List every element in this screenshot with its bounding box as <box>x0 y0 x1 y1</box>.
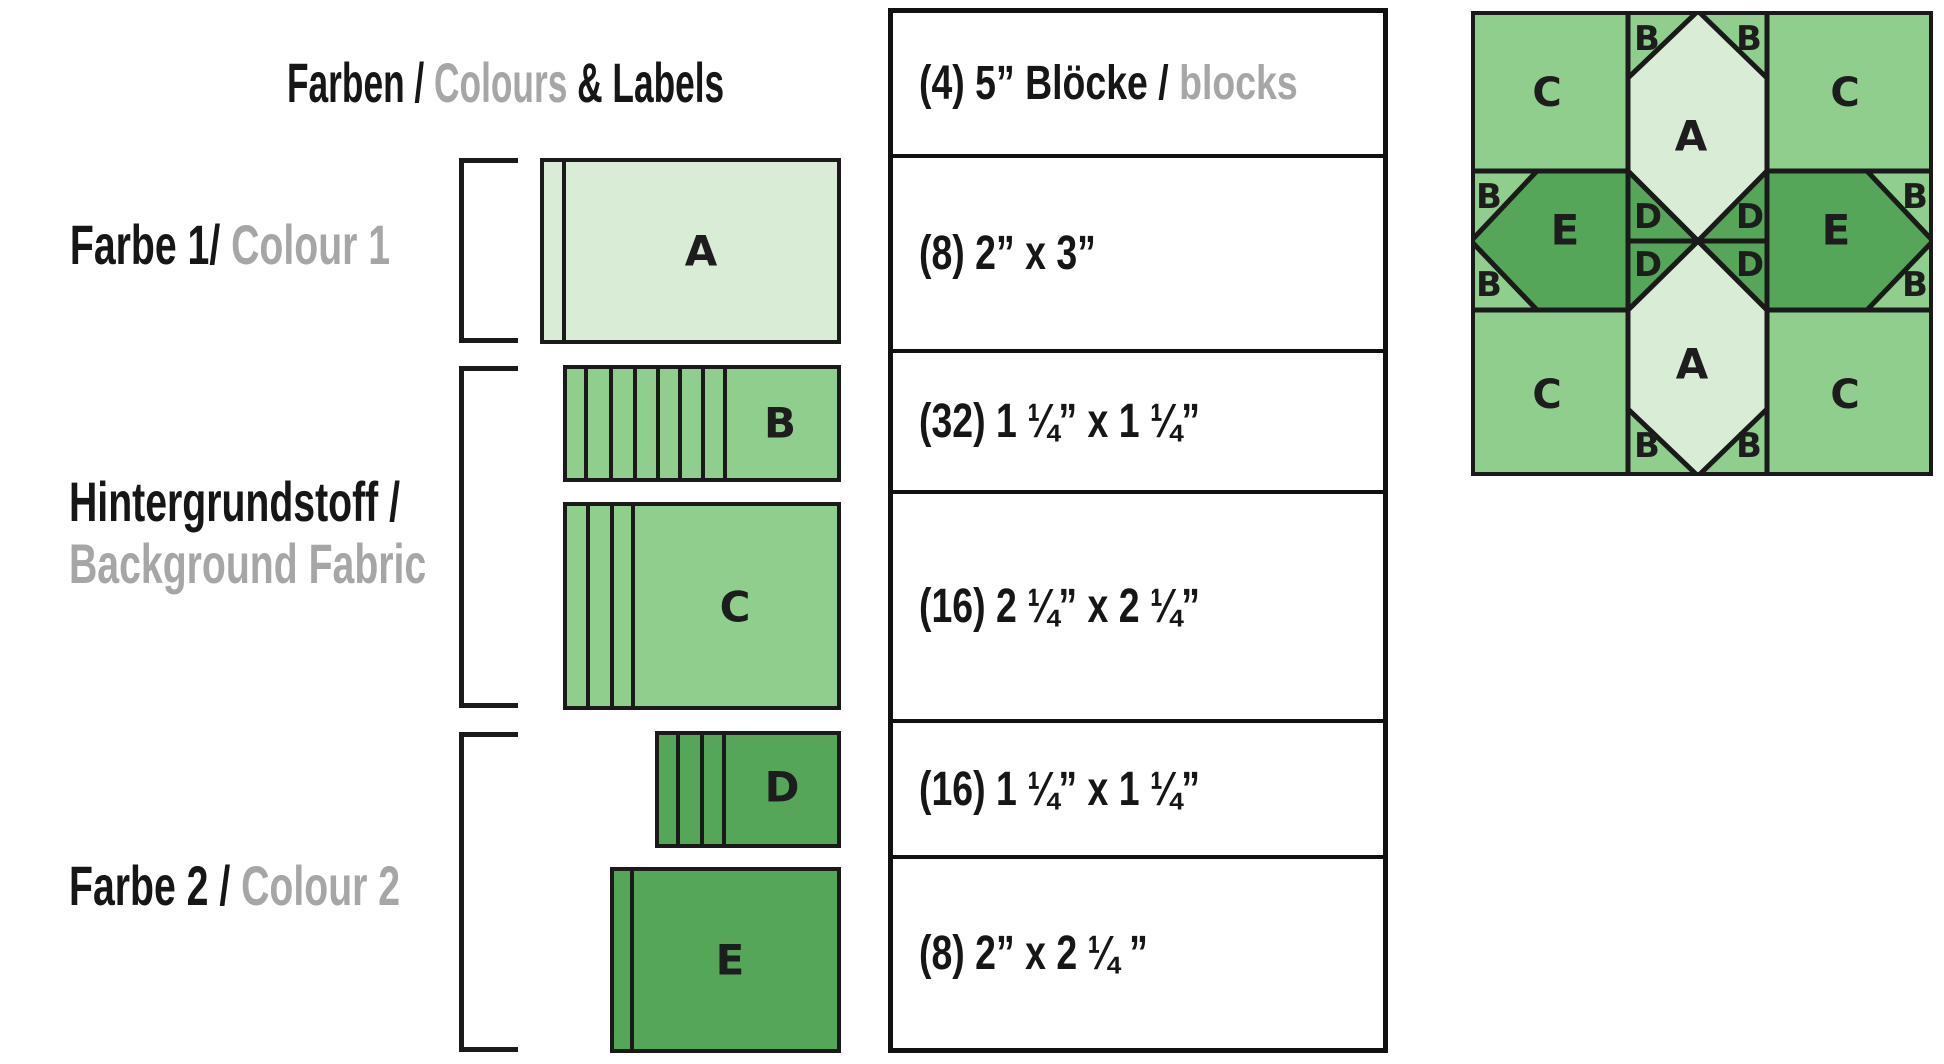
label-d: D <box>1634 245 1662 285</box>
swatch-c-label: C <box>719 582 751 632</box>
label-c: C <box>1830 372 1859 418</box>
table-header-de: (4) 5” Blöcke / <box>919 57 1169 110</box>
bracket-fabric-2 <box>459 732 518 1052</box>
title-german: Farben / <box>287 51 425 114</box>
cut-line <box>633 369 637 478</box>
table-row: (32) 1 ¼” x 1 ¼” <box>893 353 1383 494</box>
label-fabric-2-en: Colour 2 <box>241 854 401 917</box>
label-d: D <box>1736 245 1764 285</box>
label-c: C <box>1532 372 1561 418</box>
cut-size-c: (16) 2 ¼” x 2 ¼” <box>919 580 1200 633</box>
label-c: C <box>1830 70 1859 116</box>
block-piece-labels: C C C C A A E E B B B B B B B B D D D D <box>1476 19 1928 466</box>
cut-line <box>586 506 590 706</box>
piece-d-lower-left <box>1625 238 1705 316</box>
table-row: (8) 2” x 2 ¼ ” <box>893 859 1383 1048</box>
label-fabric-1-de: Farbe 1/ <box>69 213 221 276</box>
table-header-en: blocks <box>1179 57 1298 110</box>
cut-line <box>700 735 704 844</box>
label-a: A <box>1675 112 1708 161</box>
label-fabric-2: Farbe 2 / Colour 2 <box>69 854 400 917</box>
cut-line <box>676 735 680 844</box>
cutting-table: (4) 5” Blöcke / blocks (8) 2” x 3” (32) … <box>888 8 1388 1053</box>
swatch-b-label: B <box>763 398 797 448</box>
label-b: B <box>1902 265 1928 305</box>
label-a: A <box>1676 340 1709 389</box>
table-row: (8) 2” x 3” <box>893 158 1383 353</box>
piece-e-left <box>1471 168 1631 313</box>
quilt-block-diagram: C C C C A A E E B B B B B B B B D D D D <box>1471 11 1933 476</box>
cut-line <box>610 506 614 706</box>
cut-size-e: (8) 2” x 2 ¼ ” <box>919 927 1148 980</box>
label-fabric-2-de: Farbe 2 / <box>69 854 231 917</box>
cut-line <box>562 162 566 340</box>
label-b: B <box>1902 177 1928 217</box>
label-d: D <box>1736 197 1764 237</box>
title-english: Colours <box>434 51 568 114</box>
swatch-e: E <box>610 867 841 1053</box>
swatch-e-label: E <box>715 935 745 985</box>
bracket-background-fabric <box>459 366 518 708</box>
label-fabric-1: Farbe 1/ Colour 1 <box>69 214 391 276</box>
cut-line <box>722 735 726 844</box>
page-title: Farben / Colours & Labels <box>287 50 724 115</box>
label-c: C <box>1532 70 1561 116</box>
cut-line <box>631 506 635 706</box>
label-e: E <box>1822 206 1851 255</box>
cut-line <box>584 369 588 478</box>
swatch-d-label: D <box>764 762 800 812</box>
bracket-fabric-1 <box>459 158 518 343</box>
swatch-c: C <box>563 502 841 710</box>
label-background-fabric: Hintergrundstoff / Background Fabric <box>69 470 427 595</box>
label-b: B <box>1476 177 1502 217</box>
table-header-row: (4) 5” Blöcke / blocks <box>893 13 1383 158</box>
cut-line <box>656 369 660 478</box>
table-row: (16) 1 ¼” x 1 ¼” <box>893 723 1383 859</box>
cut-line <box>609 369 613 478</box>
cut-line <box>630 871 634 1049</box>
swatch-a-label: A <box>684 226 718 276</box>
swatch-a: A <box>540 158 841 344</box>
table-header-text: (4) 5” Blöcke / blocks <box>919 56 1298 111</box>
label-b: B <box>1736 426 1762 466</box>
table-row: (16) 2 ¼” x 2 ¼” <box>893 494 1383 723</box>
swatch-b: B <box>563 365 841 482</box>
label-background-de: Hintergrundstoff / <box>69 470 400 533</box>
swatch-d: D <box>655 731 841 848</box>
label-b: B <box>1634 426 1660 466</box>
label-d: D <box>1634 197 1662 237</box>
cut-size-b: (32) 1 ¼” x 1 ¼” <box>919 395 1200 448</box>
piece-e-right <box>1764 168 1933 313</box>
label-b: B <box>1634 19 1660 59</box>
label-b: B <box>1476 265 1502 305</box>
cut-line <box>723 369 727 478</box>
label-fabric-1-en: Colour 1 <box>231 213 391 276</box>
piece-d-lower-right <box>1691 238 1770 317</box>
cut-size-a: (8) 2” x 3” <box>919 227 1096 280</box>
cut-line <box>678 369 682 478</box>
cut-line <box>701 369 705 478</box>
label-e: E <box>1551 206 1580 255</box>
cut-size-d: (16) 1 ¼” x 1 ¼” <box>919 762 1200 816</box>
label-b: B <box>1736 19 1762 59</box>
title-suffix: & Labels <box>577 51 725 114</box>
label-background-en: Background Fabric <box>69 532 427 595</box>
